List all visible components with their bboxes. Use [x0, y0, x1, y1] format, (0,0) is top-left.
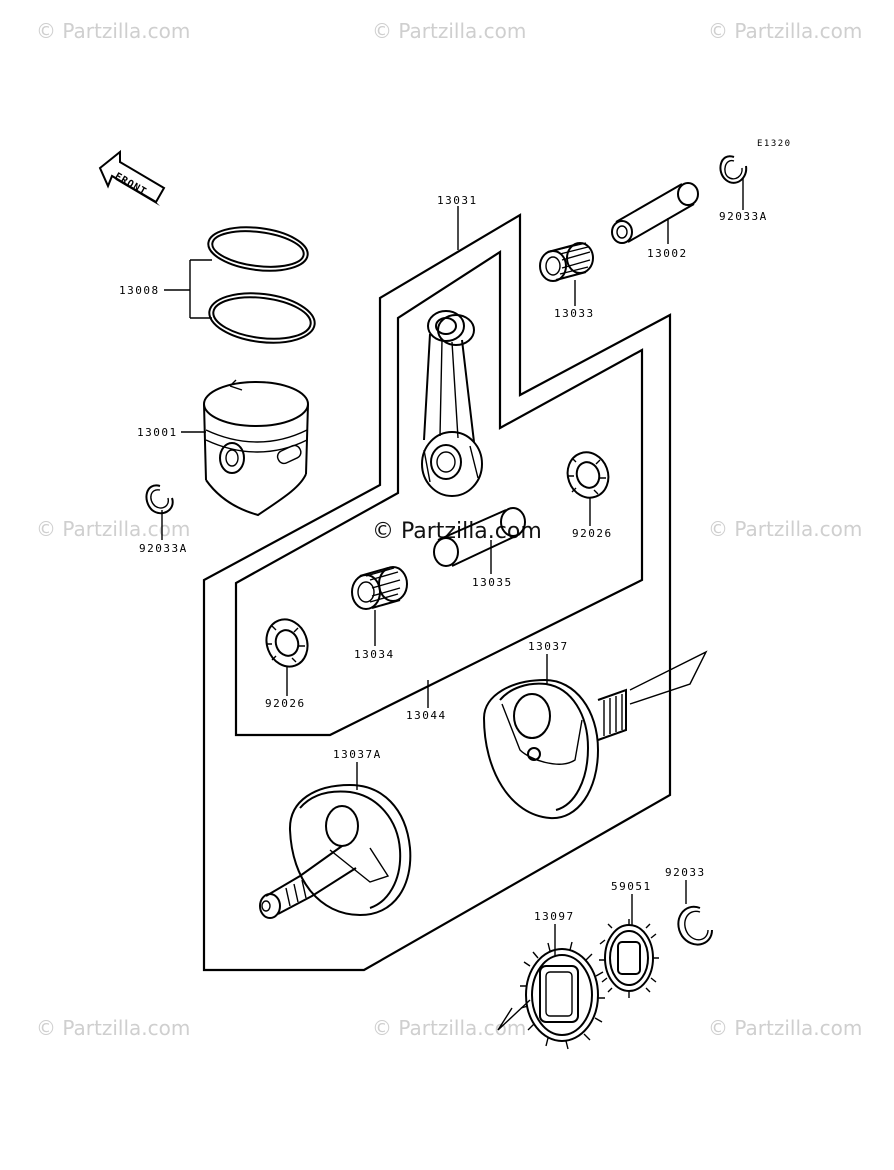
- front-arrow-icon: FRONT: [98, 149, 166, 206]
- part-label: 13031: [437, 194, 478, 207]
- gear-large: [497, 941, 605, 1050]
- part-label: 13002: [647, 247, 688, 260]
- part-label: 13044: [406, 709, 447, 722]
- crankshaft-assy-frame: [234, 249, 644, 737]
- watermark: © Partzilla.com: [372, 19, 526, 43]
- piston: [203, 379, 309, 517]
- crank-pin: [433, 507, 526, 567]
- part-label: 92033A: [139, 542, 188, 555]
- thrust-washer-right: [566, 451, 610, 499]
- part-label: 13097: [534, 910, 575, 923]
- part-label: 13033: [554, 307, 595, 320]
- watermark: © Partzilla.com: [36, 1016, 190, 1040]
- part-labels: 13031 92033A 13002 13033 13008 13001 920…: [119, 194, 768, 923]
- watermark: © Partzilla.com: [36, 19, 190, 43]
- crank-half-left: [259, 783, 412, 919]
- part-label: 59051: [611, 880, 652, 893]
- part-label: 92033A: [719, 210, 768, 223]
- circlip-left: [145, 484, 174, 515]
- conrod-assy-frame: [202, 213, 672, 972]
- circlip-top: [719, 155, 748, 184]
- part-label: 92026: [572, 527, 613, 540]
- part-label: 13037: [528, 640, 569, 653]
- circlip-gear: [677, 905, 713, 946]
- part-label: 13001: [137, 426, 178, 439]
- watermark: © Partzilla.com: [708, 1016, 862, 1040]
- watermark-layer: © Partzilla.com © Partzilla.com © Partzi…: [36, 19, 862, 1040]
- piston-pin: [611, 182, 699, 244]
- big-end-needle-bearing: [351, 566, 408, 610]
- part-label: 13037A: [333, 748, 382, 761]
- watermark: © Partzilla.com: [708, 517, 862, 541]
- part-label: 92026: [265, 697, 306, 710]
- crank-half-right: [482, 650, 708, 820]
- part-label: 13035: [472, 576, 513, 589]
- gear-small: [599, 919, 659, 998]
- diagram-code: E1320: [757, 139, 792, 149]
- part-label: 13008: [119, 284, 160, 297]
- part-label: 13034: [354, 648, 395, 661]
- watermark: © Partzilla.com: [372, 1016, 526, 1040]
- part-label: 92033: [665, 866, 706, 879]
- piston-ring-set: [207, 226, 316, 344]
- leader-lines: [161, 178, 744, 956]
- connecting-rod: [421, 310, 483, 497]
- thrust-washer-left: [265, 618, 309, 668]
- watermark: © Partzilla.com: [36, 517, 190, 541]
- watermark: © Partzilla.com: [708, 19, 862, 43]
- small-end-needle-bearing: [539, 242, 594, 282]
